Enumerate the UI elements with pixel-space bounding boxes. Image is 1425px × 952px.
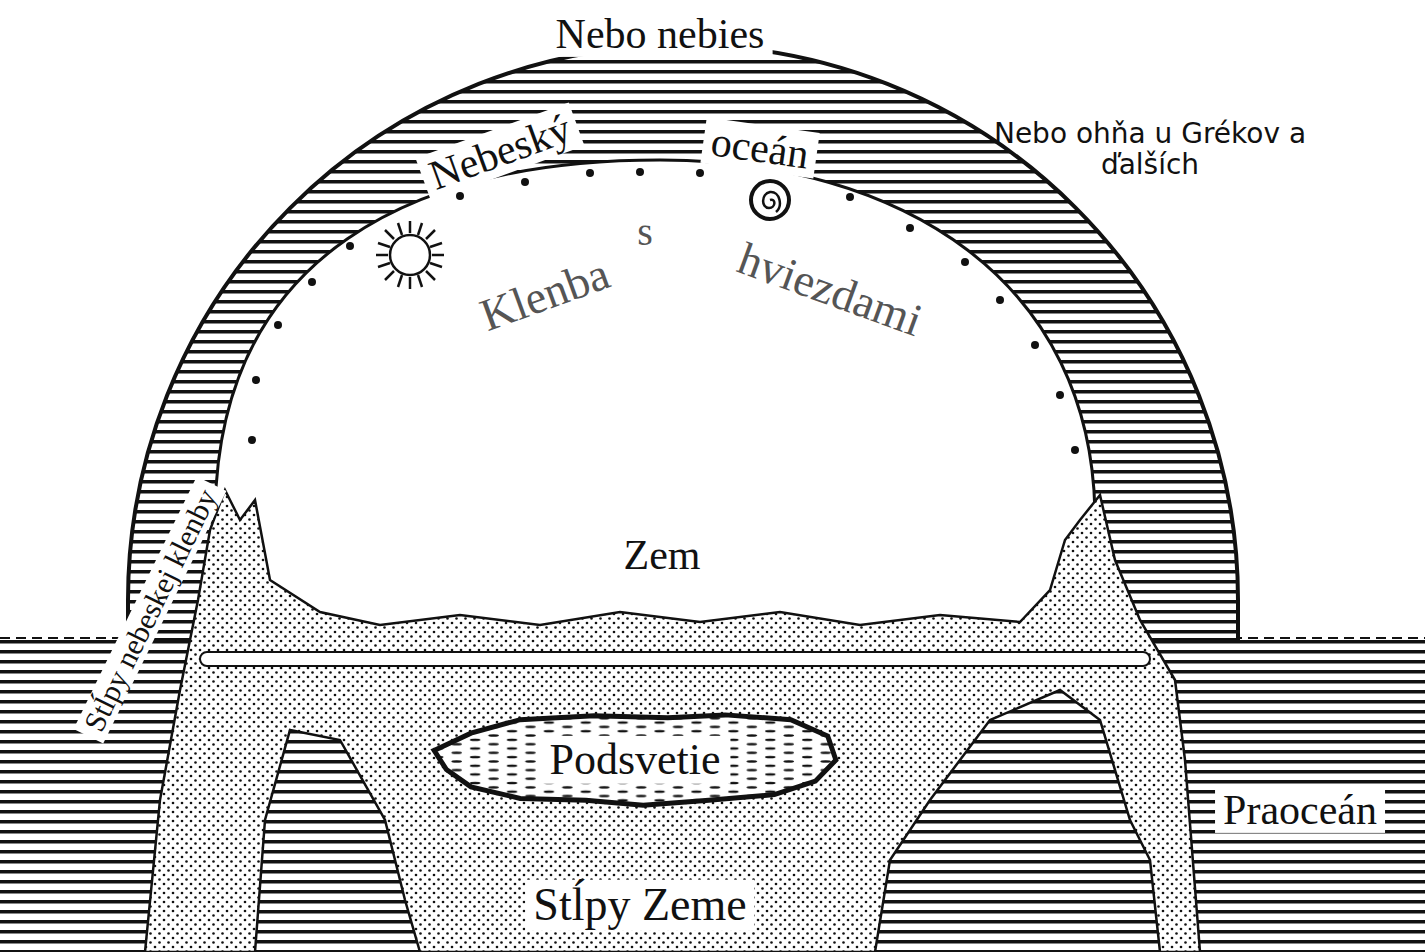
firmament-dome (215, 160, 1095, 640)
firmament-label: s (637, 210, 653, 254)
sun-symbol (376, 221, 444, 289)
moon-symbol (751, 181, 789, 219)
stars (248, 168, 1079, 454)
fire-heaven-note: Nebo ohňa u Grékov a ďalších (980, 119, 1320, 181)
earth-cavity (200, 652, 1150, 666)
cavern-shape (434, 715, 836, 805)
primeval-ocean-label: Praoceán (1215, 787, 1385, 833)
heaven-of-heavens-label: Nebo nebies (548, 11, 773, 57)
earth-pillars-label: Stĺpy Zeme (525, 880, 754, 931)
earth-mass (145, 490, 1200, 952)
earth-label: Zem (624, 532, 701, 578)
underworld-label: Podsvetie (539, 736, 730, 784)
underworld-cavern: Podsvetie (430, 712, 840, 808)
